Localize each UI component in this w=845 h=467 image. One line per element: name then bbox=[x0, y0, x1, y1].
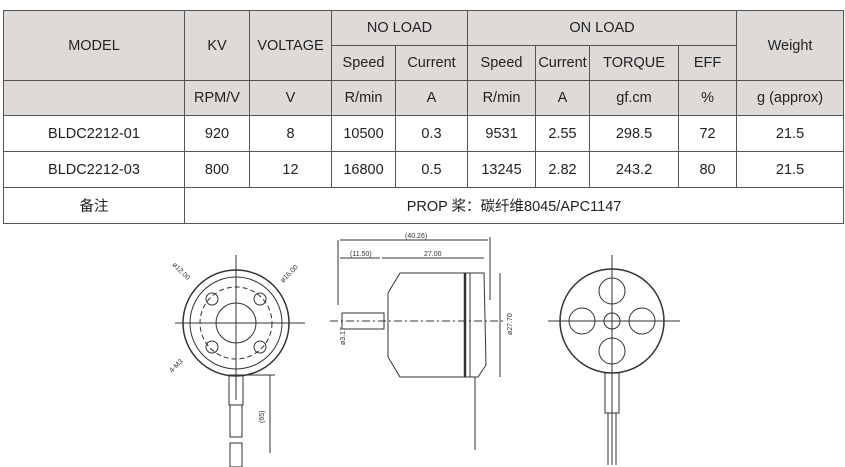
cell: 80 bbox=[678, 151, 738, 188]
table-row: BLDC2212-01 920 8 10500 0.3 9531 2.55 29… bbox=[3, 115, 845, 152]
cell: 21.5 bbox=[736, 151, 845, 188]
front-view: (65) ø12.00 ø16.00 4-M3 bbox=[168, 255, 305, 467]
cell: 13245 bbox=[467, 151, 537, 188]
unit-cell: R/min bbox=[331, 80, 396, 116]
cell: 2.82 bbox=[535, 151, 591, 188]
cell: 10500 bbox=[331, 115, 396, 152]
header-kv: KV bbox=[184, 10, 250, 81]
unit-cell: A bbox=[394, 80, 469, 116]
unit-cell: V bbox=[249, 80, 332, 116]
header-weight: Weight bbox=[736, 10, 845, 81]
sub-header: TORQUE bbox=[589, 45, 680, 81]
note-row: 备注 PROP 桨：碳纤维8045/APC1147 bbox=[3, 187, 845, 224]
note-value: PROP 桨：碳纤维8045/APC1147 bbox=[183, 187, 845, 224]
body-length-label: 27.00 bbox=[424, 251, 442, 258]
total-length-label: (40.26) bbox=[405, 233, 427, 240]
shaft-diameter-label: ø3.17 bbox=[340, 327, 347, 345]
cell: 920 bbox=[184, 115, 250, 152]
cell: 16800 bbox=[331, 151, 396, 188]
shaft-length-label: (11.50) bbox=[350, 251, 372, 258]
sub-header: Speed bbox=[467, 45, 537, 81]
table-row: BLDC2212-03 800 12 16800 0.5 13245 2.82 … bbox=[3, 151, 845, 188]
cell: BLDC2212-01 bbox=[3, 115, 185, 152]
cell: 21.5 bbox=[736, 115, 845, 152]
unit-cell: % bbox=[678, 80, 738, 116]
unit-cell: A bbox=[535, 80, 591, 116]
sub-header: Current bbox=[535, 45, 591, 81]
lead-length-label: (65) bbox=[259, 411, 266, 423]
motor-drawing: (65) ø12.00 ø16.00 4-M3 (40.26) (11.50) … bbox=[168, 233, 680, 467]
header-voltage: VOLTAGE bbox=[249, 10, 332, 81]
cell: 72 bbox=[678, 115, 738, 152]
body-diameter-label: ø27.70 bbox=[507, 313, 514, 335]
unit-cell: R/min bbox=[467, 80, 537, 116]
rear-view bbox=[548, 255, 680, 465]
cell: 298.5 bbox=[589, 115, 680, 152]
cell: 243.2 bbox=[589, 151, 680, 188]
note-label: 备注 bbox=[3, 187, 185, 224]
side-view: (40.26) (11.50) 27.00 ø3.17 ø27.70 bbox=[330, 233, 514, 450]
unit-cell: g (approx) bbox=[736, 80, 845, 116]
sub-header: Current bbox=[394, 45, 469, 81]
cell: 9531 bbox=[467, 115, 537, 152]
unit-cell: gf.cm bbox=[589, 80, 680, 116]
unit-cell bbox=[3, 80, 185, 116]
header-no-load: NO LOAD bbox=[330, 10, 469, 46]
header-on-load: ON LOAD bbox=[467, 10, 738, 46]
cell: 2.55 bbox=[535, 115, 591, 152]
inner-diameter-label: ø12.00 bbox=[171, 261, 191, 281]
cell: 8 bbox=[249, 115, 332, 152]
cell: 0.3 bbox=[394, 115, 469, 152]
sub-header: EFF bbox=[678, 45, 738, 81]
spec-table: MODEL KV VOLTAGE NO LOAD ON LOAD Weight … bbox=[3, 10, 845, 224]
unit-cell: RPM/V bbox=[184, 80, 250, 116]
sub-header: Speed bbox=[331, 45, 396, 81]
header-model: MODEL bbox=[3, 10, 185, 81]
cell: 800 bbox=[184, 151, 250, 188]
cell: 12 bbox=[249, 151, 332, 188]
holes-label: 4-M3 bbox=[168, 358, 184, 374]
cell: 0.5 bbox=[394, 151, 469, 188]
cell: BLDC2212-03 bbox=[3, 151, 185, 188]
outer-diameter-label: ø16.00 bbox=[279, 264, 299, 284]
